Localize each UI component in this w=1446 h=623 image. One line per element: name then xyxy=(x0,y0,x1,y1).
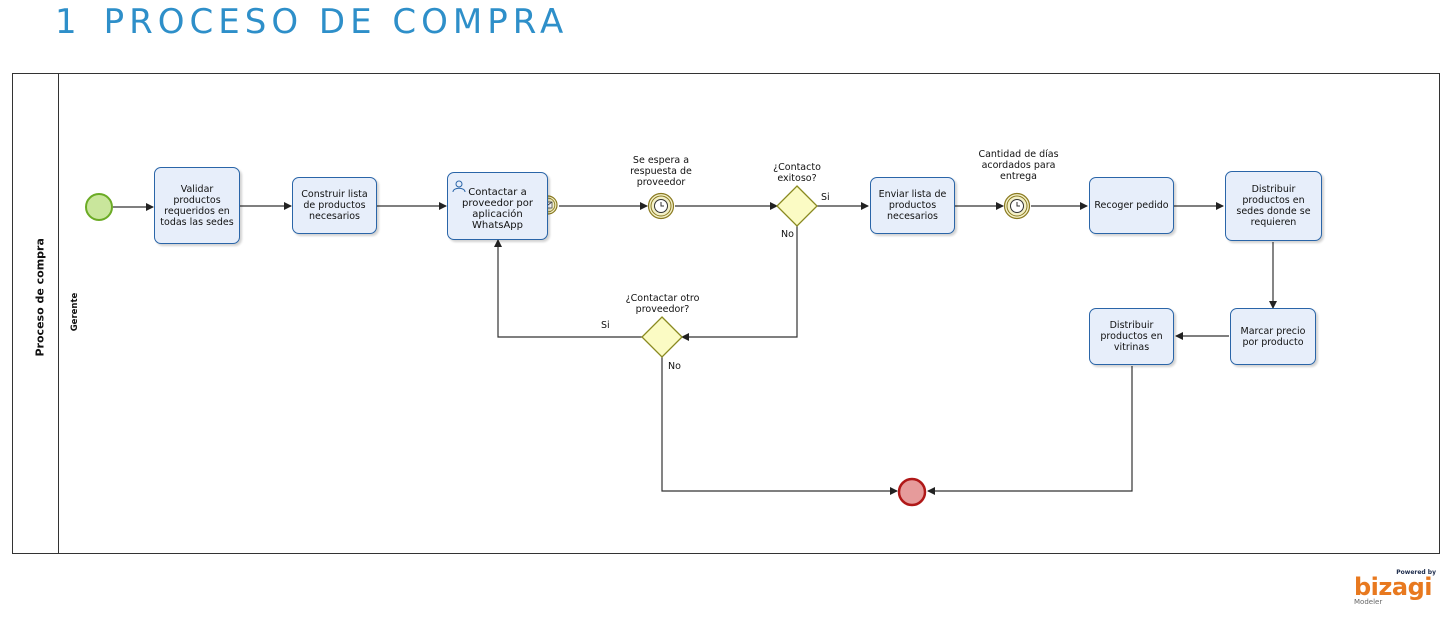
label-gateway-contacto: ¿Contacto exitoso? xyxy=(773,162,821,184)
label-gateway-otro: ¿Contactar otro proveedor? xyxy=(625,293,700,315)
task-distribuir-sedes: Distribuir productos en sedes donde se r… xyxy=(1225,171,1322,241)
task-enviar: Enviar lista de productos necesarios xyxy=(870,177,955,234)
task-validar: Validar productos requeridos en todas la… xyxy=(154,167,240,244)
section-title: PROCESO DE COMPRA xyxy=(103,2,569,42)
section-number: 1 xyxy=(55,2,82,42)
task-recoger: Recoger pedido xyxy=(1089,177,1174,234)
user-task-icon xyxy=(452,177,466,196)
task-marcar: Marcar precio por producto xyxy=(1230,308,1316,365)
flow-vitrinas-end xyxy=(927,366,1133,495)
flow-si-contactar xyxy=(494,239,642,338)
task-construir: Construir lista de productos necesarios xyxy=(292,177,377,234)
task-contactar: Contactar a proveedor por aplicación Wha… xyxy=(447,172,548,240)
start-event xyxy=(85,193,113,221)
label-espera: Se espera a respuesta de proveedor xyxy=(630,155,692,188)
label-otro-no: No xyxy=(668,361,681,372)
bizagi-logo: Powered by bizagi Modeler xyxy=(1354,569,1436,606)
label-contacto-si: Si xyxy=(821,192,830,203)
page-title: 1 PROCESO DE COMPRA xyxy=(55,2,568,42)
powered-by-text: Powered by xyxy=(1396,569,1436,576)
gateway-otro xyxy=(641,316,683,358)
label-otro-si: Si xyxy=(601,320,610,331)
label-contacto-no: No xyxy=(781,229,794,240)
end-event xyxy=(897,477,927,507)
flow-no-end xyxy=(661,357,898,495)
bizagi-wordmark: bizagi xyxy=(1354,573,1432,601)
label-dias: Cantidad de días acordados para entrega xyxy=(978,149,1059,182)
timer-dias xyxy=(1003,192,1031,220)
process-pool xyxy=(12,73,1440,554)
pool-header xyxy=(12,73,59,554)
timer-espera xyxy=(647,192,675,220)
flow-no-otro xyxy=(681,226,798,341)
task-distribuir-vitrinas: Distribuir productos en vitrinas xyxy=(1089,308,1174,365)
modeler-text: Modeler xyxy=(1354,598,1383,606)
gateway-contacto xyxy=(776,185,818,227)
